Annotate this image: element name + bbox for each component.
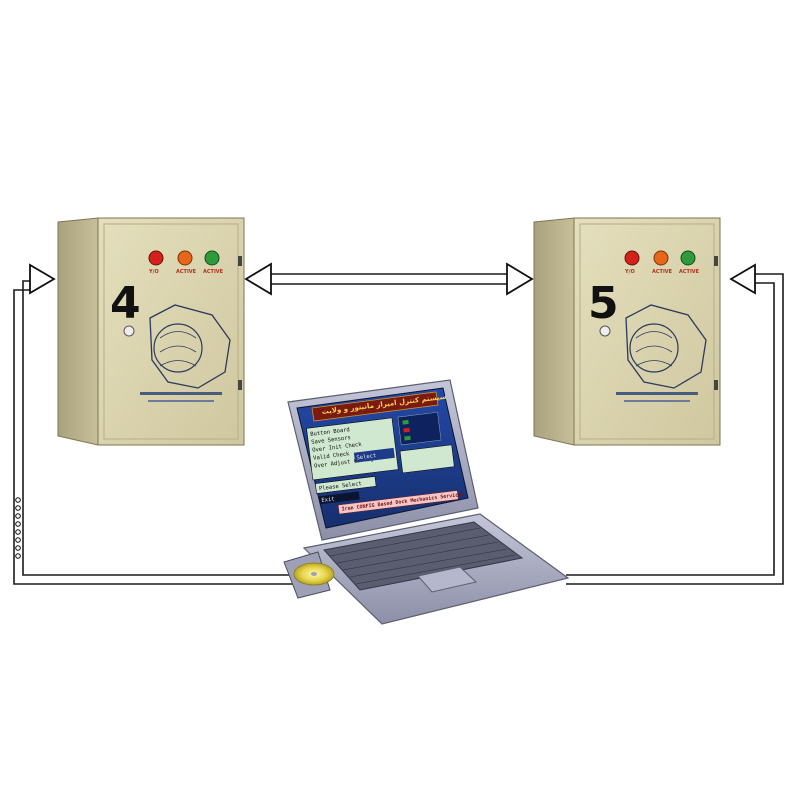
lamp-label-3: ACTIVE (203, 269, 224, 275)
lock-icon (123, 325, 135, 337)
box-side (533, 217, 575, 446)
hinge (714, 256, 718, 266)
laptop: سیستم کنترل امیراز مانیتور و ولایت Butto… (283, 379, 570, 625)
box-side (57, 217, 99, 446)
arrow-left-head (244, 262, 272, 296)
hinge (238, 256, 242, 266)
box-front (97, 217, 245, 446)
lamp-label-2: ACTIVE (176, 269, 197, 275)
lamp-label-1: Y/O (624, 269, 635, 275)
lamp-red (624, 250, 640, 266)
box-number: 5 (588, 278, 619, 329)
box-number: 4 (110, 278, 141, 329)
lamp-orange (177, 250, 193, 266)
caption-bar (616, 392, 698, 395)
lamp-red (148, 250, 164, 266)
map-emblem-icon (149, 304, 231, 389)
link-laptop-4 (13, 263, 298, 585)
select-label: Select (356, 453, 376, 461)
menu-item: Save Sensors (311, 435, 351, 446)
link-4-5 (244, 262, 534, 296)
lamp-green (680, 250, 696, 266)
box-front (573, 217, 721, 446)
hinge (238, 380, 242, 390)
hinge (714, 380, 718, 390)
exit-label: Exit (321, 496, 335, 504)
screen-title-bar (311, 391, 439, 422)
controller-box-4: Y/O ACTIVE ACTIVE 4 (57, 217, 245, 446)
arrow-right-head (506, 262, 534, 296)
controller-box-5: Y/O ACTIVE ACTIVE 5 (533, 217, 721, 446)
laptop-touchpad (417, 566, 478, 593)
caption-bar (624, 400, 690, 402)
lamp-green (204, 250, 220, 266)
keyboard-keys (329, 527, 516, 585)
menu-item: Button Board (310, 427, 350, 438)
lamp-label-1: Y/O (148, 269, 159, 275)
lamp-label-3: ACTIVE (679, 269, 700, 275)
arrow-into-box5 (729, 263, 756, 295)
arrow-into-box4 (29, 263, 56, 295)
cable-beads (15, 497, 21, 559)
map-emblem-icon (625, 304, 707, 389)
lock-icon (599, 325, 611, 337)
lamp-orange (653, 250, 669, 266)
connection-lines (13, 262, 784, 585)
menu-item: Valid Check (313, 451, 351, 461)
lamp-label-2: ACTIVE (652, 269, 673, 275)
caption-bar (148, 400, 214, 402)
caption-bar (140, 392, 222, 395)
link-laptop-5 (566, 263, 784, 585)
prompt-label: Please Select (319, 481, 362, 492)
